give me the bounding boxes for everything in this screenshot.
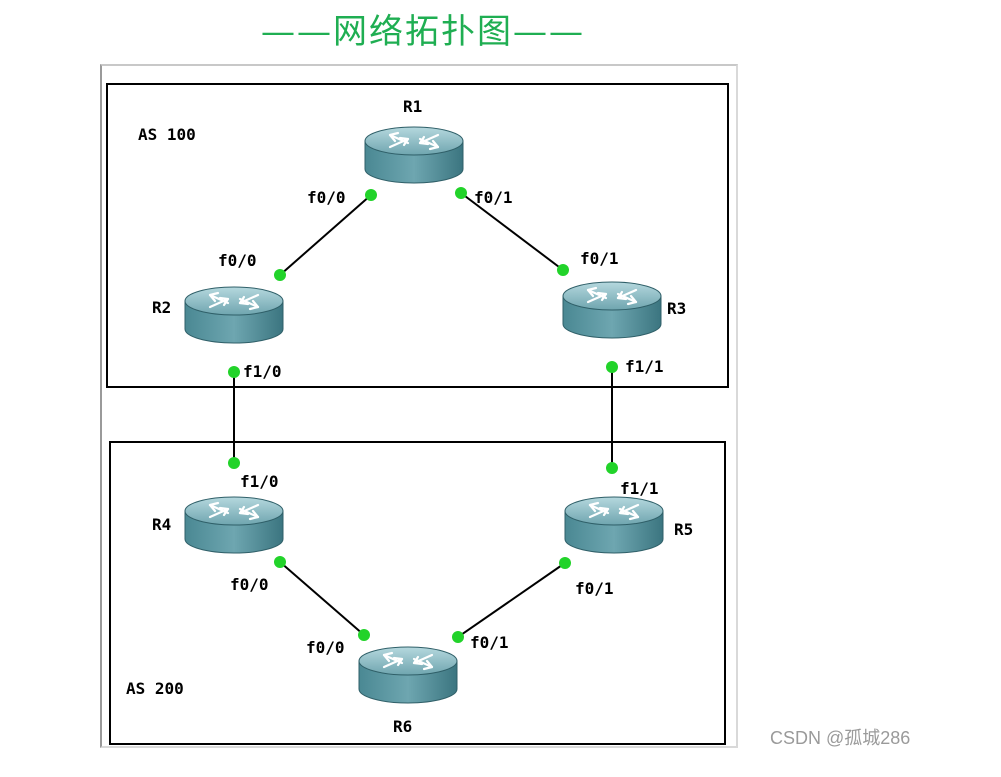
as200-label: AS 200 [126,679,184,698]
router-r5-label: R5 [674,520,693,539]
port-dot-r6-f0-1 [452,631,464,643]
port-dot-r1-f0-1 [455,187,467,199]
interface-label-r5-f1-1: f1/1 [620,479,659,498]
as100-label: AS 100 [138,125,196,144]
interface-label-r6-f0-0: f0/0 [306,638,345,657]
watermark: CSDN @孤城286 [770,728,911,748]
page-title: ——网络拓扑图—— [261,12,585,52]
interface-label-r4-f0-0: f0/0 [230,575,269,594]
router-r6-icon[interactable] [357,645,459,705]
interface-label-r4-f1-0: f1/0 [240,472,279,491]
interface-label-r3-f1-1: f1/1 [625,357,664,376]
interface-label-r1-f0-0: f0/0 [307,188,346,207]
link-r5-r6 [457,562,566,638]
router-r4-icon[interactable] [183,495,285,555]
router-r1-icon[interactable] [363,125,465,185]
as200-area-box [109,441,726,745]
router-r4-label: R4 [152,515,171,534]
canvas-frame [100,64,738,748]
port-dot-r2-f1-0 [228,366,240,378]
interface-label-r1-f0-1: f0/1 [474,188,513,207]
port-dot-r4-f1-0 [228,457,240,469]
link-r1-r2 [279,194,372,276]
router-r5-icon[interactable] [563,495,665,555]
router-r3-icon[interactable] [561,280,663,340]
router-r1-label: R1 [403,97,422,116]
port-dot-r6-f0-0 [358,629,370,641]
router-r2-icon[interactable] [183,285,285,345]
port-dot-r5-f1-1 [606,462,618,474]
port-dot-r4-f0-0 [274,556,286,568]
interface-label-r3-f0-1: f0/1 [580,249,619,268]
router-r2-label: R2 [152,298,171,317]
port-dot-r5-f0-1 [559,557,571,569]
port-dot-r3-f0-1 [557,264,569,276]
link-r1-r3 [460,192,564,271]
port-dot-r2-f0-0 [274,269,286,281]
port-dot-r1-f0-0 [365,189,377,201]
interface-label-r5-f0-1: f0/1 [575,579,614,598]
interface-label-r6-f0-1: f0/1 [470,633,509,652]
port-dot-r3-f1-1 [606,361,618,373]
interface-label-r2-f1-0: f1/0 [243,362,282,381]
link-r4-r6 [279,561,365,636]
as100-area-box [106,83,729,388]
interface-label-r2-f0-0: f0/0 [218,251,257,270]
router-r3-label: R3 [667,299,686,318]
router-r6-label: R6 [393,717,412,736]
